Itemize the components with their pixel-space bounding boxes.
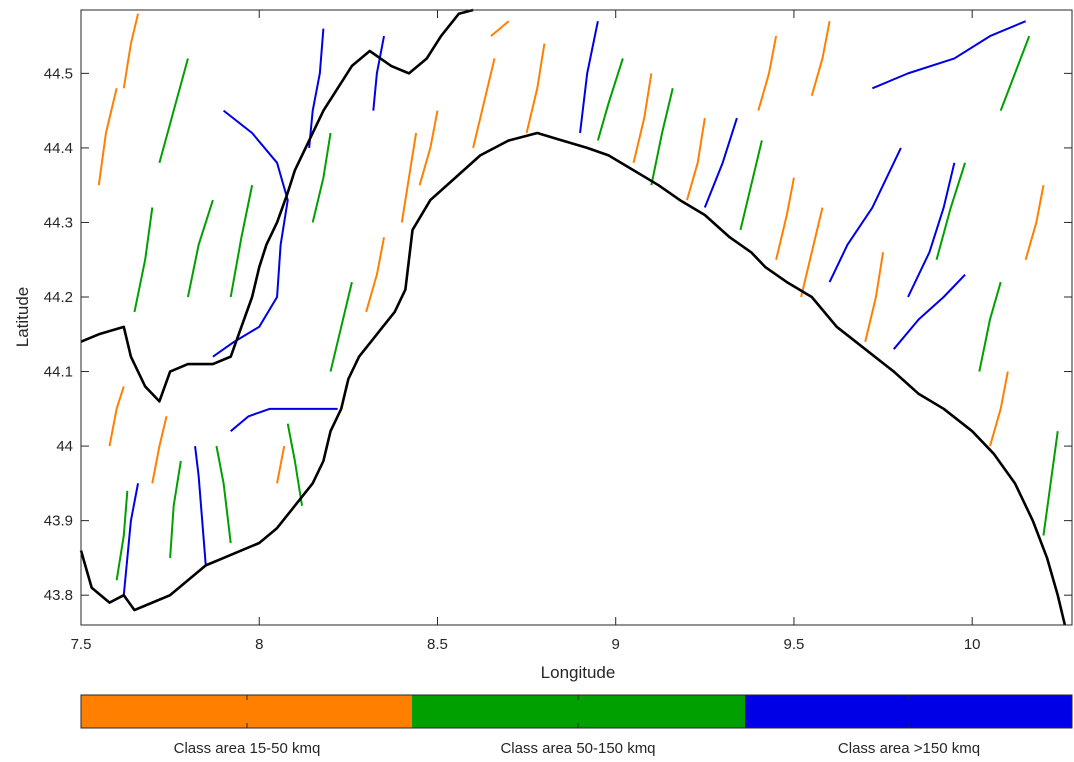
- river-class-15-50: [365, 237, 385, 313]
- river-class-gt150: [194, 445, 207, 566]
- river-class-15-50: [775, 177, 795, 260]
- y-axis-ticks: 43.8 43.9 44 44.1 44.2 44.3 44.4 44.5: [44, 65, 1072, 604]
- river-class-50-150: [596, 58, 624, 141]
- river-class-15-50: [276, 445, 286, 484]
- legend-label-class-50-150: Class area 50-150 kmq: [500, 740, 655, 757]
- river-class-15-50: [472, 58, 496, 149]
- river-class-50-150: [186, 199, 214, 298]
- legend-label-class-15-50: Class area 15-50 kmq: [174, 740, 321, 757]
- river-class-50-150: [739, 140, 763, 231]
- river-class-50-150: [229, 184, 254, 298]
- y-tick-label: 44.1: [44, 364, 73, 381]
- x-tick-label: 8: [255, 636, 263, 653]
- river-class-50-150: [133, 207, 154, 313]
- river-class-15-50: [800, 207, 824, 298]
- river-class-50-150: [935, 162, 967, 260]
- boundary-layer: [79, 8, 1067, 626]
- river-class-50-150: [158, 58, 189, 164]
- y-tick-label: 44.4: [44, 140, 73, 157]
- river-class-50-150: [1042, 431, 1059, 536]
- legend-swatch-class-gt150: [745, 695, 1072, 728]
- river-class-15-50: [525, 43, 546, 134]
- legend-swatch-class-50-150: [412, 695, 745, 728]
- x-axis-ticks: 7.5 8 8.5 9 9.5 10: [71, 10, 981, 653]
- river-class-50-150: [115, 490, 129, 581]
- river-class-15-50: [151, 416, 168, 484]
- x-tick-label: 10: [964, 636, 981, 653]
- river-class-gt150: [579, 20, 599, 134]
- river-class-15-50: [989, 371, 1009, 447]
- river-class-50-150: [999, 35, 1031, 111]
- river-class-gt150: [907, 162, 956, 298]
- axes-frame: [80, 9, 1073, 626]
- y-tick-label: 44.3: [44, 214, 73, 231]
- river-class-50-150: [650, 88, 674, 186]
- y-tick-label: 44: [56, 438, 73, 455]
- river-class-15-50: [810, 20, 831, 97]
- river-class-15-50: [1024, 184, 1045, 261]
- legend-label-class-gt150: Class area >150 kmq: [838, 740, 980, 757]
- river-class-15-50: [864, 252, 885, 342]
- river-class-gt150: [212, 109, 289, 358]
- river-class-gt150: [122, 483, 140, 596]
- x-axis-label: Longitude: [541, 663, 616, 682]
- river-class-gt150: [308, 28, 325, 149]
- legend-swatch-class-15-50: [81, 695, 412, 728]
- region-border: [80, 8, 474, 403]
- y-tick-label: 44.2: [44, 289, 73, 306]
- rivers-layer: [97, 13, 1059, 596]
- y-tick-label: 44.5: [44, 65, 73, 82]
- legend-frame: [80, 694, 1073, 729]
- y-tick-label: 43.9: [44, 513, 73, 530]
- river-class-gt150: [372, 35, 385, 111]
- y-tick-label: 43.8: [44, 587, 73, 604]
- river-class-15-50: [122, 13, 140, 89]
- river-class-15-50: [108, 386, 125, 447]
- map-area: [81, 10, 1072, 625]
- coastline: [79, 131, 1067, 626]
- x-tick-label: 8.5: [427, 636, 448, 653]
- river-class-gt150: [703, 117, 738, 208]
- river-class-15-50: [632, 73, 653, 164]
- legend-colorbar: Class area 15-50 kmq Class area 50-150 k…: [80, 694, 1073, 757]
- river-class-15-50: [400, 132, 418, 223]
- x-tick-label: 9: [612, 636, 620, 653]
- river-class-15-50: [97, 88, 118, 186]
- y-axis-label: Latitude: [13, 287, 32, 348]
- river-class-50-150: [169, 460, 182, 558]
- river-class-15-50: [418, 110, 439, 186]
- x-tick-label: 7.5: [71, 636, 92, 653]
- river-class-50-150: [215, 445, 232, 544]
- river-class-15-50: [686, 117, 706, 201]
- river-class-gt150: [230, 407, 338, 432]
- river-class-50-150: [286, 423, 304, 506]
- river-class-gt150: [871, 20, 1027, 90]
- river-class-50-150: [978, 281, 1002, 372]
- river-class-15-50: [490, 20, 510, 37]
- river-class-15-50: [757, 35, 778, 111]
- river-class-gt150: [828, 147, 902, 283]
- river-class-gt150: [892, 273, 966, 350]
- river-class-50-150: [329, 281, 353, 372]
- river-class-50-150: [311, 132, 332, 223]
- x-tick-label: 9.5: [784, 636, 805, 653]
